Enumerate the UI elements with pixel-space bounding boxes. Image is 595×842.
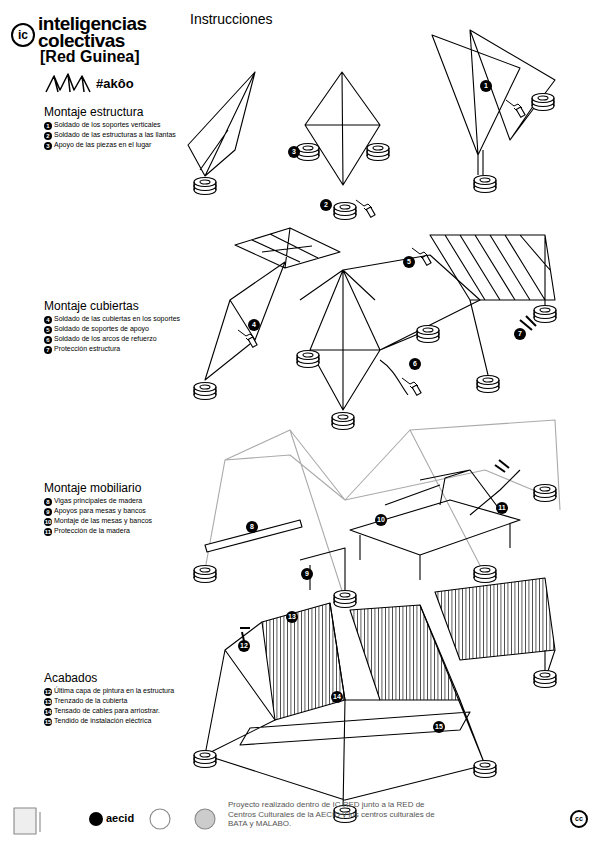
footer-note: Proyecto realizado dentro de IC RED junt…	[228, 800, 438, 829]
step-text: Vigas principales de madera	[54, 497, 142, 505]
callout-number: 6	[409, 358, 421, 370]
callout-number: 15	[433, 721, 445, 733]
callout-number: 12	[238, 640, 250, 652]
logo-text: aecid	[106, 812, 134, 824]
step-number: 8	[44, 498, 52, 506]
section-heading: Montaje estructura	[44, 106, 143, 119]
step-number: 6	[44, 336, 52, 344]
step-number: 9	[44, 508, 52, 516]
logo-word: colectivas	[38, 31, 125, 50]
step-text: Soldado de los arcos de refuerzo	[54, 335, 157, 343]
callout-number: 5	[403, 256, 415, 268]
step-text: Trenzado de la cubierta	[54, 697, 127, 705]
step-text: Soldado de soportes de apoyo	[54, 325, 149, 333]
step-number: 3	[44, 142, 52, 150]
callout-number: 13	[286, 611, 298, 623]
step-number: 2	[44, 132, 52, 140]
step-number: 13	[44, 698, 52, 706]
callout-number: 7	[514, 328, 526, 340]
callout-number: 14	[331, 691, 343, 703]
callout-number: 1	[480, 80, 492, 92]
callout-number: 11	[496, 502, 508, 514]
step-number: 15	[44, 718, 52, 726]
step-number: 11	[44, 528, 52, 536]
step-text: Protección de la madera	[54, 527, 130, 535]
step-text: Soldado de las cubiertas en los soportes	[54, 315, 180, 323]
step-text: Soldado de las estructuras a las llantas	[54, 131, 176, 139]
step-number: 10	[44, 518, 52, 526]
step-number: 7	[44, 346, 52, 354]
step-text: Última capa de pintura en la estructura	[54, 687, 174, 695]
logo-mark: ic	[11, 23, 35, 47]
step-text: Protección estructura	[54, 345, 120, 353]
section-heading: Montaje mobiliario	[44, 482, 141, 495]
step-number: 5	[44, 326, 52, 334]
step-text: Apoyo de las piezas en el lugar	[54, 141, 151, 149]
section-heading: Montaje cubiertas	[44, 300, 139, 313]
callout-number: 10	[375, 514, 387, 526]
callout-number: 3	[288, 146, 300, 158]
license-mark: cc	[570, 810, 588, 828]
step-number: 14	[44, 708, 52, 716]
step-text: Montaje de las mesas y bancos	[54, 517, 152, 525]
logo-subtitle: [Red Guinea]	[40, 48, 140, 66]
page-title: Instrucciones	[190, 12, 272, 27]
step-text: Apoyos para mesas y bancos	[54, 507, 146, 515]
callout-number: 2	[320, 199, 332, 211]
section-heading: Acabados	[44, 672, 97, 685]
step-text: Tendido de instalación eléctrica	[54, 717, 151, 725]
callout-number: 9	[301, 568, 313, 580]
step-number: 12	[44, 688, 52, 696]
step-text: Tensado de cables para arriostrar.	[54, 707, 160, 715]
step-number: 1	[44, 122, 52, 130]
step-text: Soldado de los soportes verticales	[54, 121, 161, 129]
hashtag: #akôo	[96, 77, 134, 91]
step-number: 4	[44, 316, 52, 324]
callout-number: 8	[246, 521, 258, 533]
callout-number: 4	[248, 319, 260, 331]
